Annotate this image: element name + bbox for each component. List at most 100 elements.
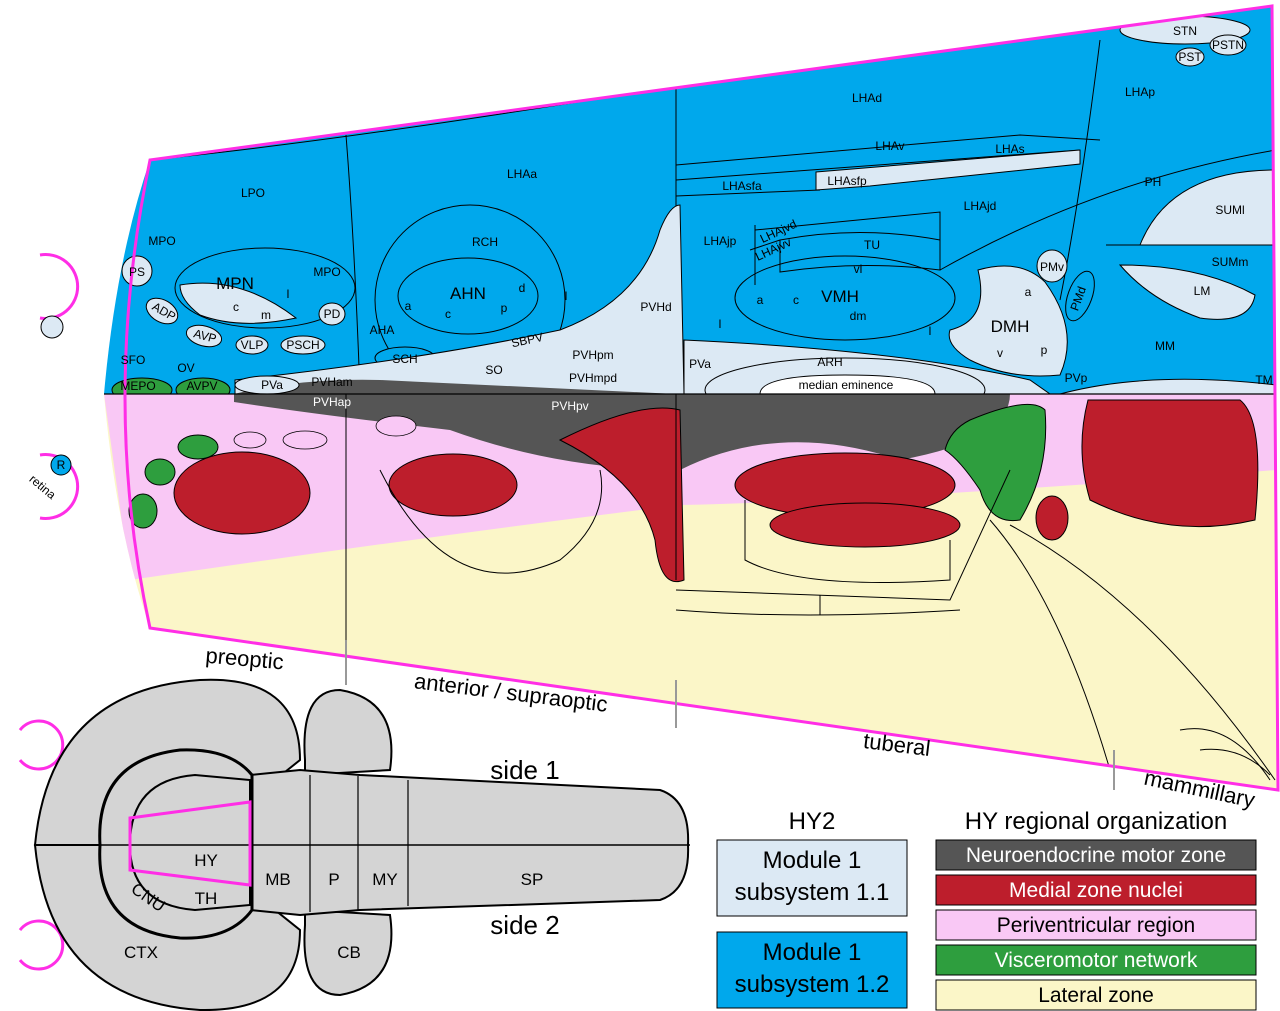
label-lhajp: LHAjp xyxy=(704,234,737,248)
flatmap-outline xyxy=(123,4,1280,792)
pva-oval xyxy=(234,375,300,394)
neuroendocrine-zone-upper xyxy=(234,379,676,394)
label-lhad: LHAd xyxy=(852,91,882,105)
medial-nucleus-mpn xyxy=(173,451,311,535)
side-1-label: side 1 xyxy=(490,755,559,785)
brain-label-hy: HY xyxy=(194,851,218,870)
brain-label-p: P xyxy=(328,870,339,889)
label-pvhpv: PVHpv xyxy=(551,399,588,413)
medial-nucleus-small xyxy=(1035,495,1069,541)
pv-oval xyxy=(375,415,417,437)
medial-nucleus-vmh-lower xyxy=(769,502,961,548)
legend-swatch-0 xyxy=(935,839,1257,871)
tu-outline xyxy=(779,232,941,273)
vmh-outline xyxy=(734,255,956,341)
medial-nucleus-pvh xyxy=(558,407,685,582)
label-vlp: VLP xyxy=(241,338,264,352)
mpn-outline xyxy=(174,247,356,329)
hy2-box-subsystem-1-1 xyxy=(716,839,908,917)
adp-nucleus xyxy=(145,297,179,325)
label-lhap: LHAp xyxy=(1125,85,1155,99)
region-labels: LPO LHAa LHAd LHAp STN PST PSTN LHAv LHA… xyxy=(27,24,1273,502)
legend-item-label: Lateral zone xyxy=(1038,984,1154,1007)
regional-legend: HY regional organization Neuroendocrine … xyxy=(935,808,1257,1011)
label-avp: AVP xyxy=(192,326,218,346)
label-sbpv: SBPV xyxy=(510,330,544,350)
label-pd: PD xyxy=(324,307,341,321)
top-half xyxy=(104,6,1276,394)
psch-nucleus xyxy=(280,335,326,355)
legend-item-label: Medial zone nuclei xyxy=(1009,879,1183,902)
brain-label-ctx: CTX xyxy=(124,943,158,962)
retina-arc-bottom xyxy=(39,453,80,520)
label-pvhd: PVHd xyxy=(640,300,671,314)
pmd-nucleus xyxy=(1065,270,1095,322)
retina-circle-blue xyxy=(50,454,72,476)
visceromotor-ov xyxy=(177,434,219,460)
visceromotor-mepo xyxy=(144,458,176,486)
label-arh: ARH xyxy=(817,355,842,369)
label-pvp: PVp xyxy=(1065,371,1088,385)
label-lhasfa: LHAsfa xyxy=(722,179,762,193)
label-sch: SCH xyxy=(392,352,417,366)
label-summ: SUMm xyxy=(1212,255,1249,269)
mpn-medial xyxy=(179,282,298,324)
hy2-box2-line2: subsystem 1.2 xyxy=(735,971,890,998)
label-dmh-p: p xyxy=(1041,343,1048,357)
lhas-band xyxy=(815,149,1081,191)
label-dmh-v: v xyxy=(997,346,1003,360)
label-tm: TM xyxy=(1255,373,1272,387)
legend-item-label: Neuroendocrine motor zone xyxy=(966,844,1226,867)
ps-nucleus xyxy=(121,255,153,287)
label-ahn-a: a xyxy=(405,299,412,313)
label-mpn-l: l xyxy=(287,287,290,301)
lm-region xyxy=(1118,264,1256,320)
mepo-nucleus xyxy=(111,377,173,394)
label-pvham: PVHam xyxy=(311,375,352,389)
dmh-region xyxy=(948,265,1068,377)
label-ahn-c: c xyxy=(445,307,451,321)
hy2-legend: HY2 Module 1 subsystem 1.1 Module 1 subs… xyxy=(716,808,908,1009)
legend-swatch-4 xyxy=(935,979,1257,1011)
label-mpn-m: m xyxy=(261,308,271,322)
label-pvhap: PVHap xyxy=(313,395,351,409)
label-pvhpm: PVHpm xyxy=(572,348,613,362)
label-mm: MM xyxy=(1155,339,1175,353)
label-r: R xyxy=(57,458,66,472)
label-vmh-dm: dm xyxy=(850,309,867,323)
hy2-box1-line2: subsystem 1.1 xyxy=(735,879,890,906)
label-l-vmh: l xyxy=(719,317,722,331)
pvh-region xyxy=(234,204,685,394)
label-mpn-c: c xyxy=(233,300,239,314)
label-tu: TU xyxy=(864,238,880,252)
zone-label-preoptic: preoptic xyxy=(205,643,285,675)
label-suml: SUMl xyxy=(1215,203,1244,217)
label-so: SO xyxy=(485,363,502,377)
label-mpn: MPN xyxy=(216,274,254,293)
label-ahn: AHN xyxy=(450,284,486,303)
label-lhaa: LHAa xyxy=(507,167,537,181)
label-pst: PST xyxy=(1178,50,1202,64)
medial-nucleus-mammillary xyxy=(1081,399,1259,528)
ahn-outline xyxy=(397,257,539,335)
hy2-box-subsystem-1-2 xyxy=(716,931,908,1009)
label-l-2: l xyxy=(929,324,932,338)
hy2-box2-line1: Module 1 xyxy=(763,939,862,966)
label-ps: PS xyxy=(129,265,145,279)
label-vmh: VMH xyxy=(821,287,859,306)
legend-swatch-1 xyxy=(935,874,1257,906)
hy-highlight xyxy=(128,800,252,887)
label-ahn-l: l xyxy=(565,289,568,303)
pmv-nucleus xyxy=(1036,249,1068,283)
retina-circle-light xyxy=(40,315,64,339)
label-ph: PH xyxy=(1145,175,1162,189)
label-pstn: PSTN xyxy=(1212,38,1244,52)
label-rch: RCH xyxy=(472,235,498,249)
pvp-band xyxy=(1059,378,1276,394)
label-psch: PSCH xyxy=(286,338,319,352)
label-pvhmpd: PVHmpd xyxy=(569,371,617,385)
median-eminence xyxy=(759,374,936,394)
label-retina: retina xyxy=(27,472,59,502)
legend-swatch-2 xyxy=(935,909,1257,941)
vlp-nucleus xyxy=(235,335,269,355)
